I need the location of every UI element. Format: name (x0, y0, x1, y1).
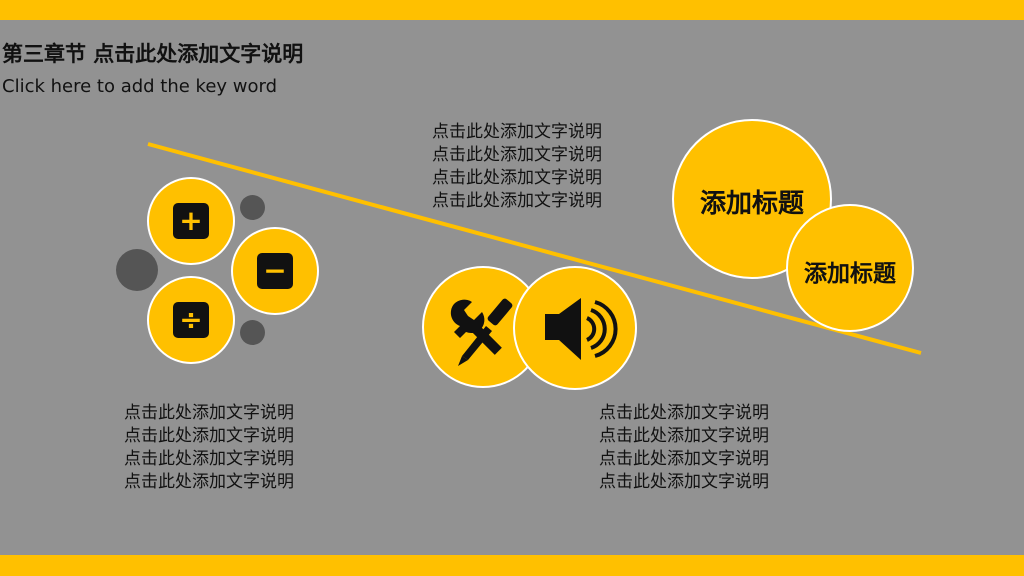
badge-label: 添加标题 (804, 261, 896, 287)
text-line: 点击此处添加文字说明 (599, 449, 769, 469)
decorative-dot-large (116, 249, 158, 291)
text-line: 点击此处添加文字说明 (432, 191, 602, 211)
text-line: 点击此处添加文字说明 (432, 168, 602, 188)
text-line: 点击此处添加文字说明 (124, 426, 294, 446)
bottom-accent-bar (0, 555, 1024, 576)
text-line: 点击此处添加文字说明 (124, 403, 294, 423)
text-block-right: 点击此处添加文字说明 点击此处添加文字说明 点击此处添加文字说明 点击此处添加文… (599, 402, 769, 494)
wrench-screwdriver-icon (450, 298, 513, 366)
divide-circle: ÷ (147, 276, 235, 364)
slide-title: 第三章节 点击此处添加文字说明 (2, 42, 304, 66)
badge-label: 添加标题 (699, 189, 804, 219)
text-line: 点击此处添加文字说明 (432, 145, 602, 165)
text-line: 点击此处添加文字说明 (124, 449, 294, 469)
minus-circle: − (231, 227, 319, 315)
plus-icon: + (173, 203, 209, 239)
speaker-icon (545, 298, 618, 360)
slide-subtitle: Click here to add the key word (2, 76, 278, 97)
title-badge-small: 添加标题 (786, 204, 914, 332)
text-line: 点击此处添加文字说明 (599, 472, 769, 492)
decorative-dot-small (240, 320, 265, 345)
plus-circle: + (147, 177, 235, 265)
text-line: 点击此处添加文字说明 (124, 472, 294, 492)
text-line: 点击此处添加文字说明 (599, 426, 769, 446)
text-line: 点击此处添加文字说明 (599, 403, 769, 423)
top-accent-bar (0, 0, 1024, 20)
divide-icon: ÷ (173, 302, 209, 338)
decorative-dot-small (240, 195, 265, 220)
text-line: 点击此处添加文字说明 (432, 122, 602, 142)
speaker-circle (513, 266, 637, 390)
text-block-left: 点击此处添加文字说明 点击此处添加文字说明 点击此处添加文字说明 点击此处添加文… (124, 402, 294, 494)
minus-icon: − (257, 253, 293, 289)
text-block-top: 点击此处添加文字说明 点击此处添加文字说明 点击此处添加文字说明 点击此处添加文… (432, 121, 602, 213)
